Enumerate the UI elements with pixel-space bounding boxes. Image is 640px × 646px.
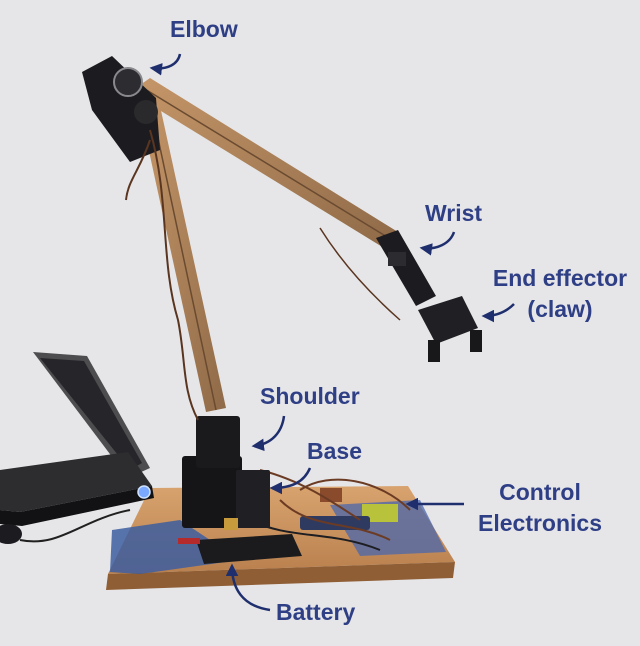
wrist-arrow: [419, 231, 456, 256]
upper-arm-link: [130, 78, 398, 248]
end-effector-claw: [418, 296, 482, 362]
end-effector-label: End effector (claw): [486, 263, 634, 325]
wrist-servo: [376, 230, 436, 306]
mouse-cable: [19, 509, 131, 543]
shoulder-arrow: [251, 415, 286, 452]
end-effector-label-line-1: End effector: [492, 265, 628, 291]
battery-arrow: [225, 563, 271, 612]
arm-base-servo-stack: [182, 416, 270, 530]
mouse: [0, 524, 22, 544]
control-electronics-label-line-2: Electronics: [478, 510, 602, 536]
wrist-label: Wrist: [425, 200, 483, 226]
elbow-label: Elbow: [170, 16, 238, 42]
laptop: [0, 352, 154, 526]
control-electronics-hardware: [249, 469, 411, 551]
elbow-arrow: [149, 53, 182, 76]
arm-wiring: [125, 129, 199, 421]
callout-arrows: [149, 53, 515, 612]
end-effector-label-line-2: (claw): [527, 296, 593, 322]
control-electronics-label: Control Electronics: [468, 477, 612, 539]
shoulder-label: Shoulder: [260, 383, 360, 409]
base-label: Base: [307, 438, 362, 464]
battery-label: Battery: [276, 599, 356, 625]
control-electronics-label-line-1: Control: [499, 479, 581, 505]
end-effector-arrow: [481, 303, 515, 323]
base-arrow: [269, 467, 312, 495]
wrist-wiring: [319, 227, 401, 321]
elbow-servo: [82, 56, 160, 162]
battery: [178, 534, 302, 564]
